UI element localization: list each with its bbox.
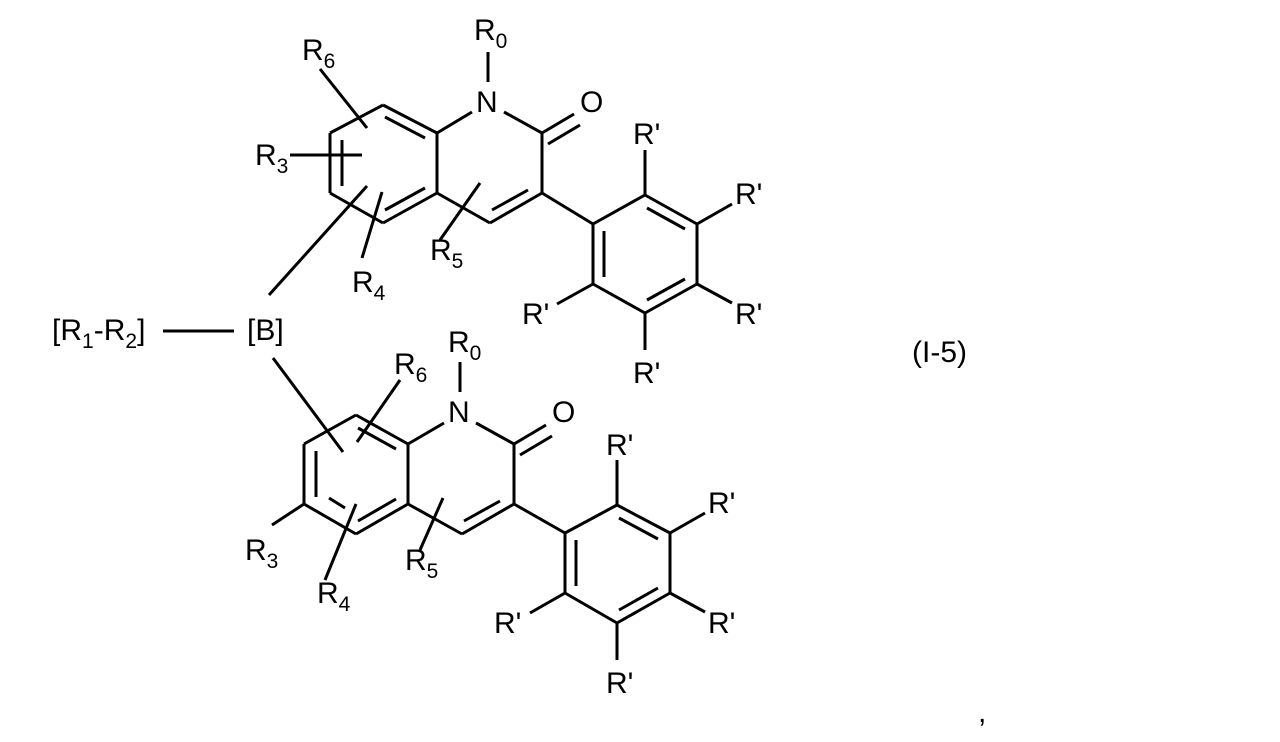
linker: [R1-R2] [B] <box>52 314 345 453</box>
bottom-phenyl-r-prime-4: R' <box>606 667 633 700</box>
bottom-phenyl-r-prime-2: R' <box>708 487 735 520</box>
r1-r2-group-label: [R1-R2] <box>52 314 145 353</box>
bottom-r3-label: R3 <box>245 534 278 573</box>
bottom-r0-label: R0 <box>448 326 481 365</box>
top-quinolinone-unit <box>267 52 733 350</box>
bottom-phenyl-r-prime-3: R' <box>708 607 735 640</box>
bottom-nitrogen-label: N <box>448 396 470 429</box>
top-r0-label: R0 <box>474 14 507 53</box>
top-phenyl-r-prime-1: R' <box>633 118 660 151</box>
bottom-pyridone-ring <box>407 362 553 536</box>
bottom-oxygen-label: O <box>552 396 575 429</box>
top-oxygen-label: O <box>580 86 603 119</box>
top-r5-label: R5 <box>430 234 463 273</box>
top-phenyl-r-prime-4: R' <box>633 357 660 390</box>
bottom-phenyl-r-prime-1: R' <box>606 429 633 462</box>
bottom-r4-label: R4 <box>317 577 351 616</box>
top-phenyl-ring <box>541 150 733 350</box>
top-phenyl-r-prime-5: R' <box>522 298 549 331</box>
top-r4-label: R4 <box>352 266 386 305</box>
bottom-benzo-ring <box>302 413 410 536</box>
bottom-phenyl-ring <box>513 460 706 660</box>
top-phenyl-r-prime-2: R' <box>735 178 762 211</box>
bottom-r5-label: R5 <box>405 544 438 583</box>
bottom-phenyl-r-prime-5: R' <box>494 607 521 640</box>
top-nitrogen-label: N <box>476 86 498 119</box>
top-phenyl-r-prime-3: R' <box>735 298 762 331</box>
top-benzo-ring <box>328 103 439 225</box>
bottom-r6-label: R6 <box>394 348 427 387</box>
top-pyridone-ring <box>436 52 581 225</box>
bottom-quinolinone-unit <box>271 362 706 660</box>
top-r3-label: R3 <box>255 139 288 178</box>
b-group-label: [B] <box>247 314 284 347</box>
top-r6-label: R6 <box>302 34 335 73</box>
trailing-comma: , <box>978 696 986 729</box>
formula-number-label: (I-5) <box>912 336 967 369</box>
